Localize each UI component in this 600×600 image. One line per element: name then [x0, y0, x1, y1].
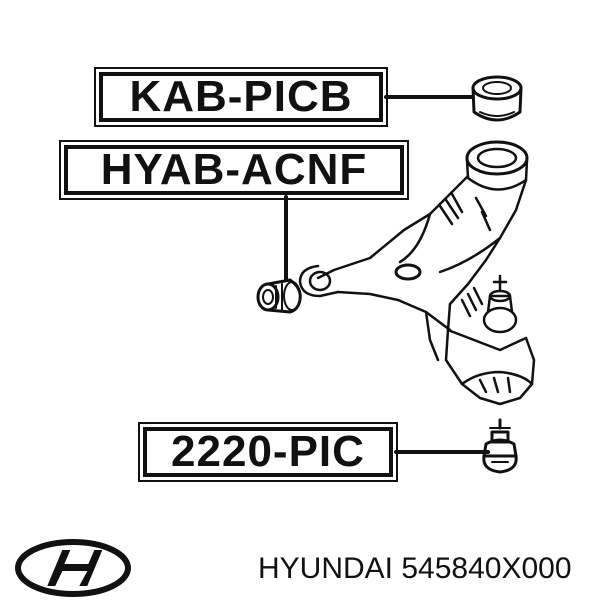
- brand-name: HYUNDAI: [258, 552, 394, 585]
- label-ball-joint: 2220-PIC: [138, 422, 398, 482]
- control-arm-part: [298, 140, 536, 406]
- upper-bushing-part: [471, 75, 523, 122]
- hyundai-logo-icon: [15, 539, 131, 597]
- label-front-bushing: HYAB-ACNF: [59, 140, 409, 200]
- front-bushing-part: [256, 278, 302, 314]
- label-upper-bushing: KAB-PICB: [94, 67, 388, 127]
- part-number: 545840X000: [401, 552, 572, 585]
- ball-joint-part: [482, 418, 518, 474]
- brand-part-number: HYUNDAI 545840X000: [258, 552, 572, 586]
